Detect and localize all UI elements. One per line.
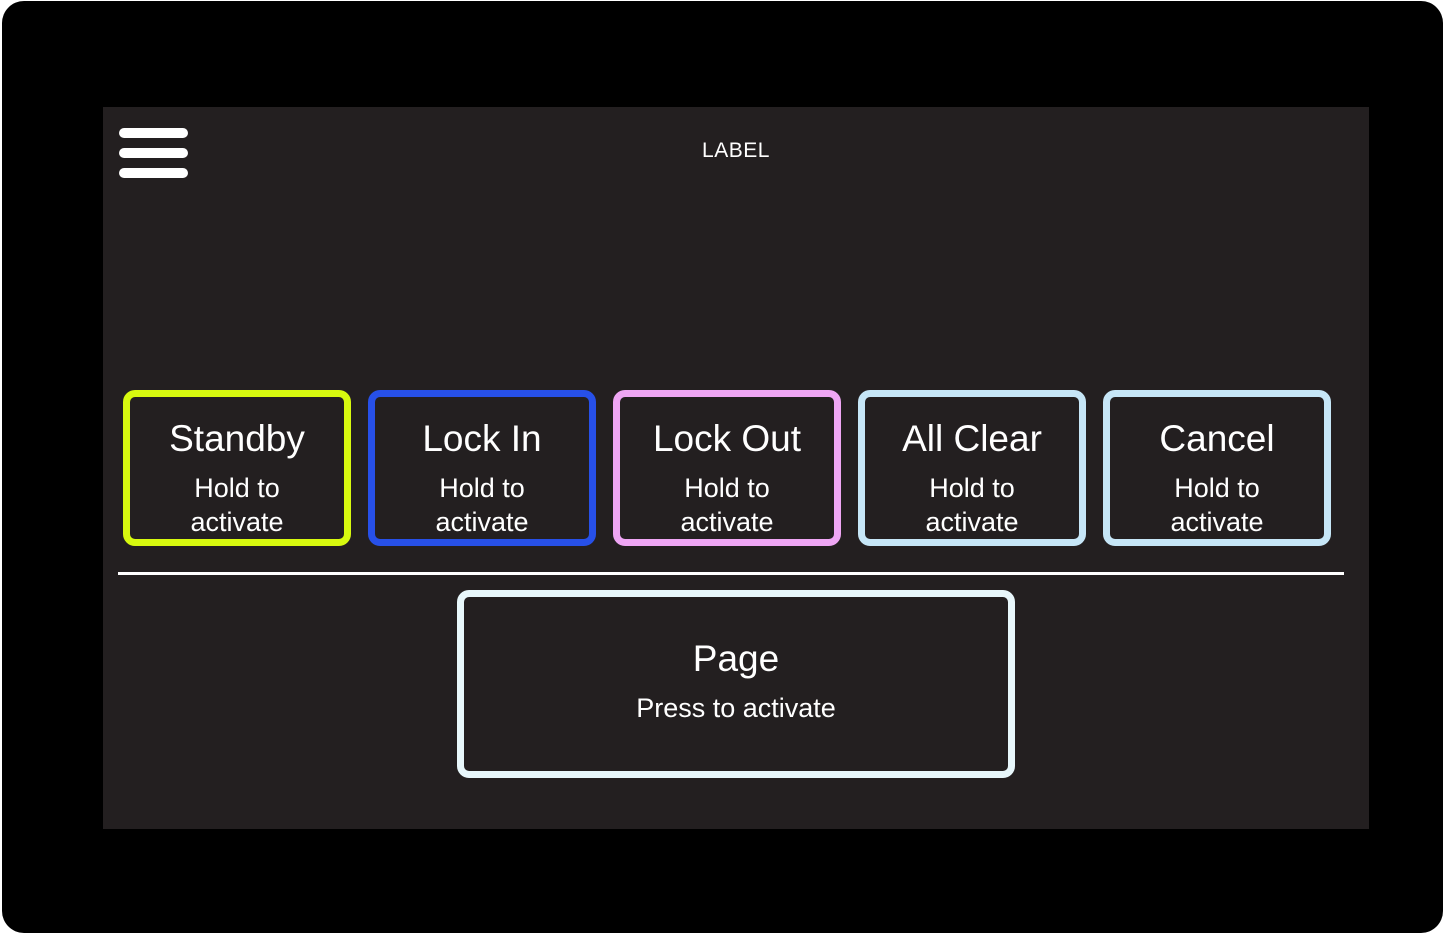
menu-bar xyxy=(119,168,188,178)
cancel-button[interactable]: Cancel Hold to activate xyxy=(1103,390,1331,546)
lock-out-button[interactable]: Lock Out Hold to activate xyxy=(613,390,841,546)
touch-screen: LABEL Standby Hold to activate Lock In H… xyxy=(103,107,1369,829)
button-subtitle: Hold to activate xyxy=(680,473,774,537)
menu-bar xyxy=(119,128,188,138)
menu-bar xyxy=(119,148,188,158)
all-clear-button[interactable]: All Clear Hold to activate xyxy=(858,390,1086,546)
button-title: All Clear xyxy=(902,418,1042,459)
button-subtitle: Hold to activate xyxy=(435,473,529,537)
button-subtitle: Hold to activate xyxy=(190,473,284,537)
page-button[interactable]: Page Press to activate xyxy=(457,590,1015,778)
button-subtitle: Hold to activate xyxy=(925,473,1019,537)
button-subtitle: Press to activate xyxy=(636,693,836,723)
button-title: Standby xyxy=(169,418,305,459)
button-title: Lock Out xyxy=(652,418,802,459)
button-subtitle: Hold to activate xyxy=(1170,473,1264,537)
button-title: Cancel xyxy=(1159,418,1275,459)
page-title: LABEL xyxy=(702,139,770,162)
standby-button[interactable]: Standby Hold to activate xyxy=(123,390,351,546)
menu-button[interactable] xyxy=(118,127,190,179)
divider xyxy=(118,572,1344,575)
lock-in-button[interactable]: Lock In Hold to activate xyxy=(368,390,596,546)
button-title: Lock In xyxy=(422,418,542,459)
button-title: Page xyxy=(692,638,780,679)
